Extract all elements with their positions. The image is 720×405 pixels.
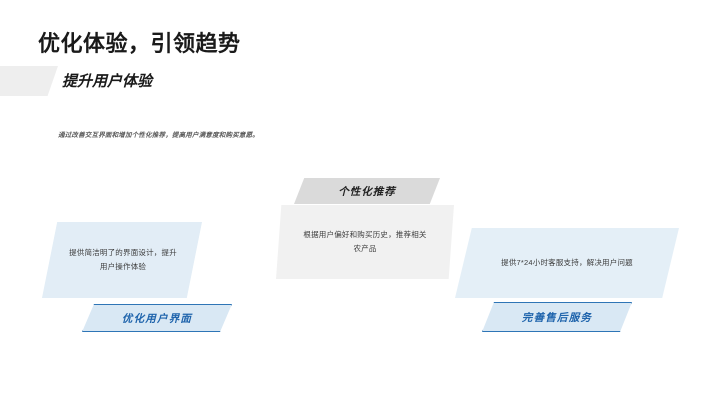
card-header-personalized-recommendation: 个性化推荐 bbox=[294, 178, 440, 204]
page-subtitle: 提升用户体验 bbox=[62, 73, 153, 90]
pill-label: 优化用户界面 bbox=[121, 312, 193, 325]
pill-label: 完善售后服务 bbox=[521, 311, 593, 324]
pill-optimize-interface[interactable]: 优化用户界面 bbox=[82, 304, 232, 332]
subtitle-accent-band bbox=[0, 66, 58, 96]
card-body-after-sales-service: 提供7*24小时客服支持，解决用户问题 bbox=[455, 228, 679, 298]
intro-paragraph: 通过改善交互界面和增加个性化推荐，提高用户满意度和购买意愿。 bbox=[58, 132, 259, 139]
card-header-label: 个性化推荐 bbox=[338, 185, 396, 198]
page-title: 优化体验，引领趋势 bbox=[38, 31, 241, 56]
pill-after-sales-service[interactable]: 完善售后服务 bbox=[482, 302, 632, 332]
card-body-text: 根据用户偏好和购买历史，推荐相关农产品 bbox=[303, 229, 427, 253]
card-body-personalized-recommendation: 根据用户偏好和购买历史，推荐相关农产品 bbox=[276, 205, 454, 279]
card-body-text: 提供7*24小时客服支持，解决用户问题 bbox=[501, 257, 633, 267]
card-body-text: 提供简洁明了的界面设计，提升用户操作体验 bbox=[69, 247, 177, 271]
card-body-optimize-interface: 提供简洁明了的界面设计，提升用户操作体验 bbox=[42, 222, 202, 298]
